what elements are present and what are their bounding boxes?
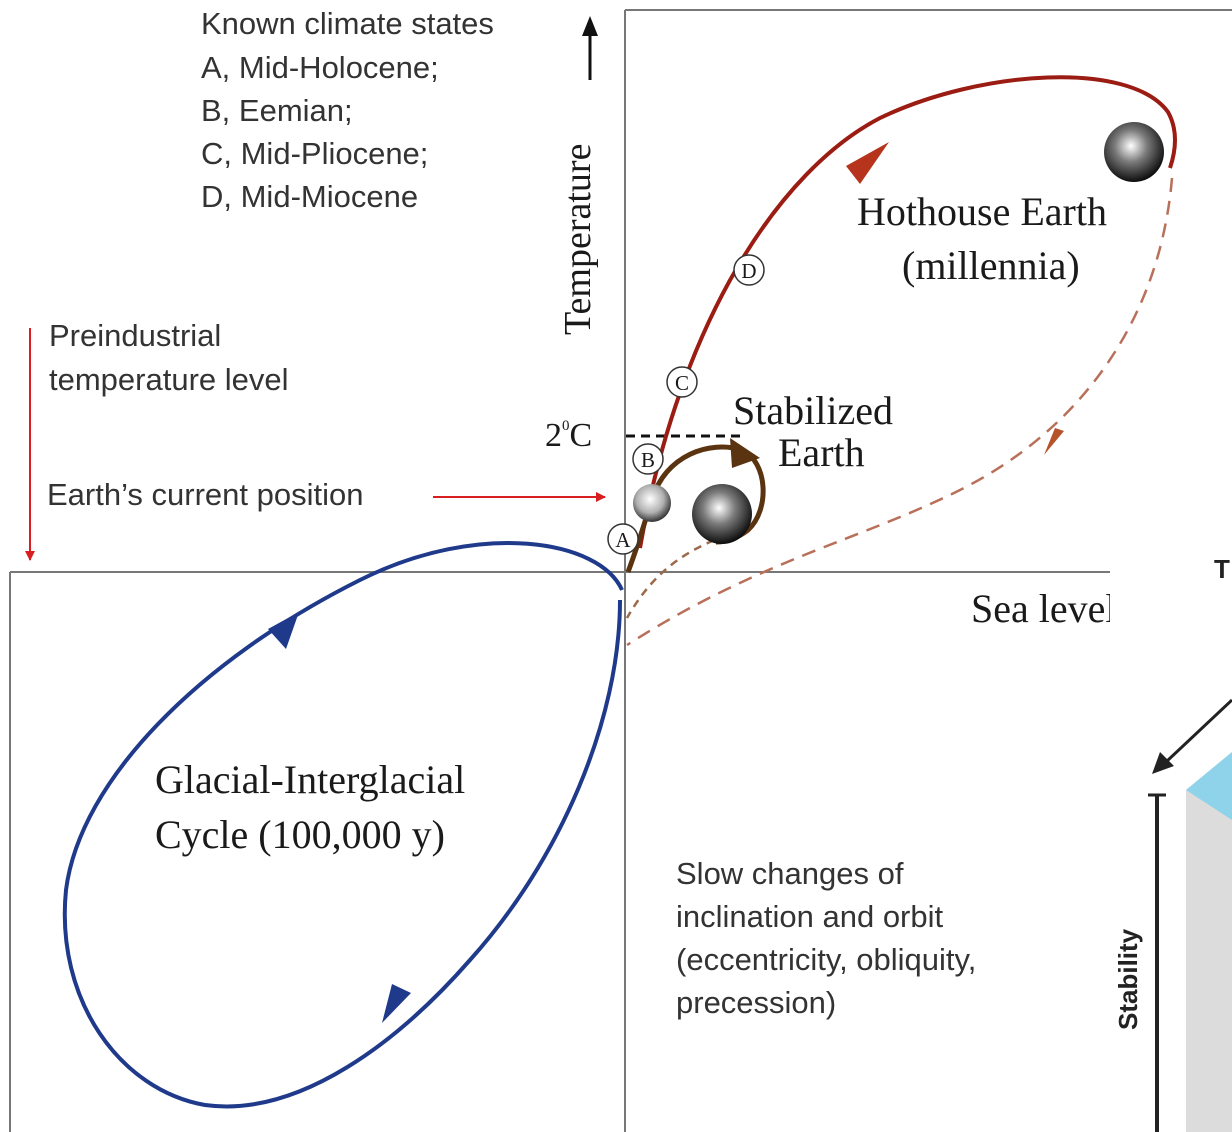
glacial-label-line1: Glacial-Interglacial: [155, 757, 465, 802]
hothouse-label-line2: (millennia): [902, 243, 1080, 288]
current-position-ball: [633, 484, 671, 522]
preindustrial-label-line2: temperature level: [49, 362, 289, 397]
orbital-label-line4: precession): [676, 985, 836, 1020]
svg-text:D: D: [741, 259, 756, 283]
legend-item-c: C, Mid-Pliocene;: [201, 136, 428, 171]
legend-item-a: A, Mid-Holocene;: [201, 50, 439, 85]
orbital-label-line1: Slow changes of: [676, 856, 904, 891]
inset-pointer-arrowhead-icon: [1152, 752, 1174, 774]
glacial-label-line2: Cycle (100,000 y): [155, 812, 445, 857]
hothouse-pathway: [638, 75, 1177, 549]
orbital-label-line3: (eccentricity, obliquity,: [676, 942, 976, 977]
marker-a: A: [607, 523, 639, 555]
glacial-cycle-lower-arrowhead-icon: [382, 984, 411, 1023]
legend-item-b: B, Eemian;: [201, 93, 353, 128]
stabilized-state-ball: [692, 484, 752, 544]
current-position-label: Earth’s current position: [47, 477, 363, 512]
stability-inset: T Stability: [1113, 554, 1232, 1132]
stability-label: Stability: [1113, 928, 1143, 1030]
inset-top-face: [1186, 752, 1232, 820]
threshold-label: 20C: [545, 417, 592, 454]
stabilized-label-line2: Earth: [778, 430, 865, 475]
hothouse-label-line1: Hothouse Earth: [857, 189, 1107, 234]
hothouse-return-dashed-path: [626, 177, 1174, 647]
svg-text:B: B: [641, 448, 655, 472]
orbital-label-line2: inclination and orbit: [676, 899, 944, 934]
inset-side-face: [1186, 752, 1232, 1132]
svg-text:A: A: [615, 528, 631, 552]
svg-text:C: C: [675, 371, 689, 395]
temperature-axis-label: Temperature: [557, 144, 599, 335]
marker-d: D: [733, 254, 765, 286]
stabilized-arrowhead-icon: [730, 438, 760, 468]
preindustrial-label-line1: Preindustrial: [49, 318, 221, 353]
hothouse-state-ball: [1104, 122, 1164, 182]
marker-b: B: [632, 443, 664, 475]
glacial-cycle-loop: [62, 541, 624, 1109]
legend-item-d: D, Mid-Miocene: [201, 179, 418, 214]
sea-level-axis-label: Sea level: [971, 586, 1117, 631]
inset-pointer-line: [1164, 698, 1232, 764]
inset-letter: T: [1214, 554, 1230, 584]
stabilized-label-line1: Stabilized: [733, 388, 893, 433]
marker-c: C: [666, 366, 698, 398]
temperature-up-arrow-icon: [582, 16, 598, 80]
glacial-cycle-upper-arrowhead-icon: [268, 612, 299, 649]
hothouse-return-arrowhead-icon: [1044, 428, 1064, 455]
hothouse-arrowhead-icon: [846, 142, 889, 184]
legend-title: Known climate states: [201, 6, 494, 41]
